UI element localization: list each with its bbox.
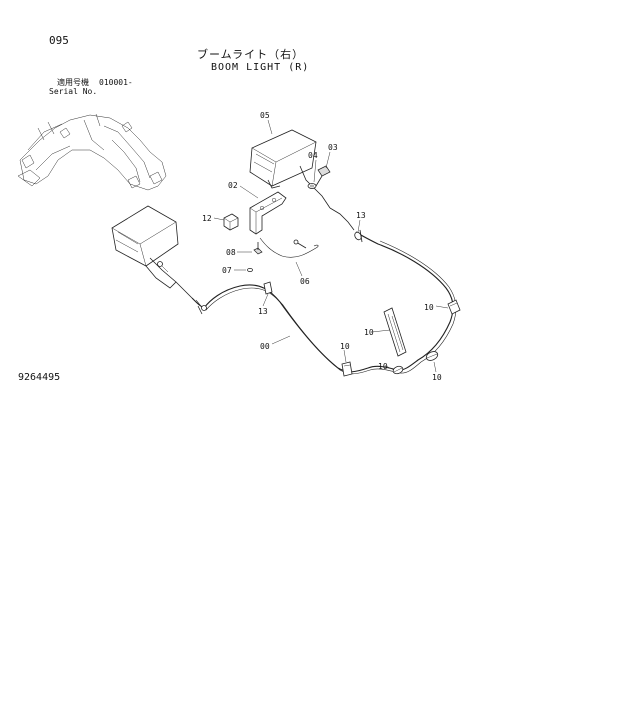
callout-08: 08 — [226, 248, 236, 257]
callout-13-lower: 13 — [258, 307, 268, 316]
callout-02: 02 — [228, 181, 238, 190]
boom-outline-illustration — [17, 113, 167, 191]
serial-value: 010001- — [99, 78, 133, 87]
nut-12 — [223, 213, 239, 231]
lamp-assembly-05 — [249, 129, 331, 209]
callout-07: 07 — [222, 266, 232, 275]
callout-10-left: 10 — [340, 342, 350, 351]
bracket-02 — [249, 191, 287, 235]
callout-12: 12 — [202, 214, 212, 223]
callout-10-middle: 10 — [378, 362, 388, 371]
clip-10-right-lower — [425, 351, 439, 361]
title-english: BOOM LIGHT (R) — [211, 62, 310, 73]
callout-10-strip: 10 — [364, 328, 374, 337]
mounted-boom-light-illustration — [111, 205, 193, 299]
callout-03: 03 — [328, 143, 338, 152]
callout-00: 00 — [260, 342, 270, 351]
serial-label-english: Serial No. — [49, 87, 98, 96]
bolt-03 — [315, 165, 331, 187]
washer-07 — [247, 267, 253, 272]
clip-13-lower — [263, 281, 273, 295]
harness-06 — [259, 237, 319, 258]
clip-10-middle — [392, 365, 404, 375]
callout-13-upper: 13 — [356, 211, 366, 220]
callout-06: 06 — [300, 277, 310, 286]
washer-04 — [307, 183, 317, 189]
clip-10-right-upper — [447, 299, 461, 315]
connector-upper — [329, 207, 363, 243]
page-number: 095 — [49, 34, 69, 47]
clip-10-left — [341, 361, 353, 377]
callout-10-right-lower: 10 — [432, 373, 442, 382]
bolt-08 — [253, 242, 263, 255]
callout-05: 05 — [260, 111, 270, 120]
serial-label-japanese: 適用号機 — [57, 78, 89, 87]
figure-number: 9264495 — [18, 372, 61, 383]
title-japanese: ブームライト（右） — [197, 48, 305, 61]
clamp-strip-10 — [383, 307, 407, 357]
callout-labels: 05 03 04 02 12 08 07 06 13 13 00 10 10 1… — [202, 111, 442, 382]
leader-lines — [213, 119, 449, 373]
callout-10-right-upper: 10 — [424, 303, 434, 312]
callout-04: 04 — [308, 151, 318, 160]
